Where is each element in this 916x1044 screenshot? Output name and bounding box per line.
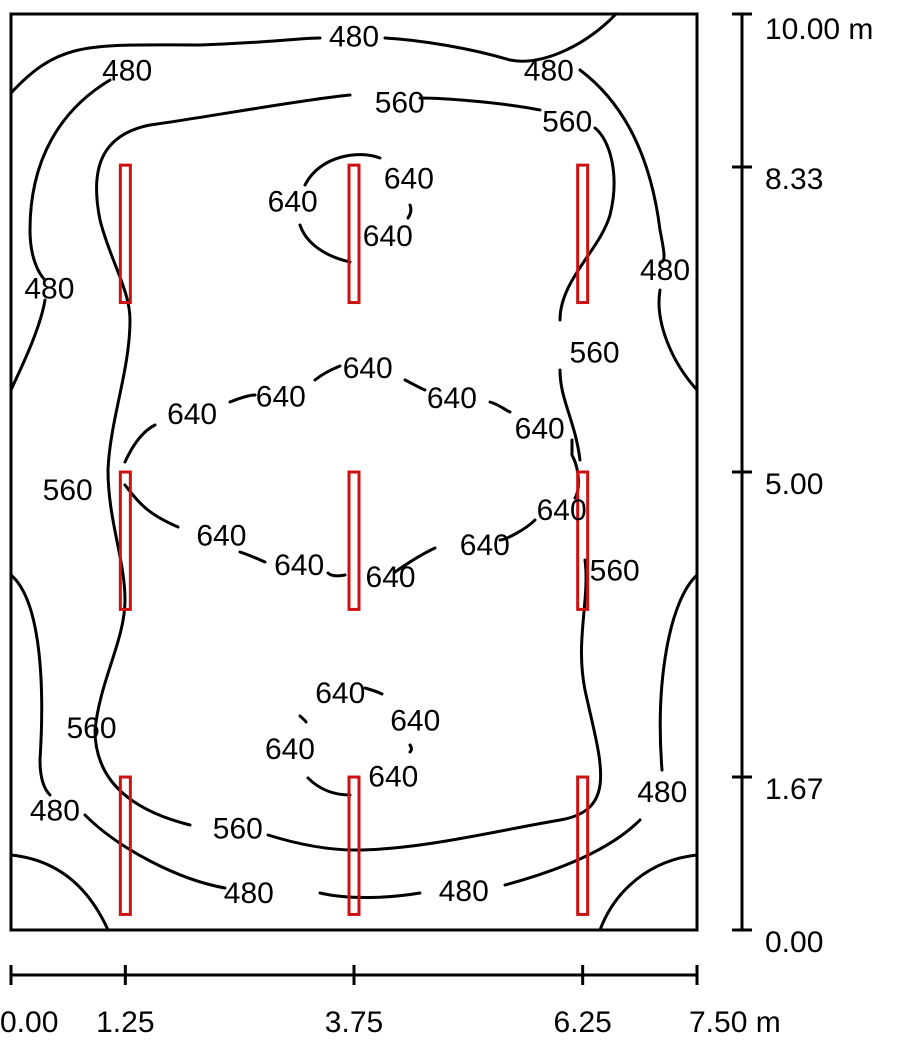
contour-480-left-bottom bbox=[83, 813, 642, 900]
y-tick-label: 1.67 bbox=[765, 773, 823, 806]
room-outline bbox=[9, 12, 699, 932]
contour-label-560: 560 bbox=[375, 86, 425, 119]
contour-560 bbox=[93, 93, 616, 852]
contour-label-480: 480 bbox=[30, 794, 80, 827]
y-axis-ticks: 0.00 1.67 5.00 8.33 10.00 m bbox=[732, 12, 873, 959]
x-tick-label: 7.50 m bbox=[689, 1006, 781, 1039]
contour-label-480: 480 bbox=[102, 54, 152, 87]
luminaire-2 bbox=[347, 163, 361, 305]
x-axis-ticks: 0.00 1.25 3.75 6.25 7.50 m bbox=[0, 965, 781, 1039]
contour-label-640: 640 bbox=[196, 520, 246, 553]
contour-label-640: 640 bbox=[265, 733, 315, 766]
contour-label-480: 480 bbox=[640, 254, 690, 287]
x-tick-label: 0.00 bbox=[0, 1006, 58, 1039]
contour-label-480: 480 bbox=[329, 20, 379, 53]
contour-480-top bbox=[9, 12, 618, 95]
contour-label-640: 640 bbox=[368, 761, 418, 794]
contour-label-560: 560 bbox=[213, 813, 263, 846]
luminaire-5 bbox=[347, 470, 361, 611]
contour-label-560: 560 bbox=[542, 106, 592, 139]
contour-480-right-lower bbox=[658, 573, 699, 772]
contour-label-640: 640 bbox=[515, 412, 565, 445]
contour-label-480: 480 bbox=[524, 54, 574, 87]
contour-640-mid bbox=[123, 364, 580, 578]
y-tick-label: 8.33 bbox=[765, 163, 823, 196]
contour-label-640: 640 bbox=[274, 549, 324, 582]
contour-640-bottom bbox=[298, 686, 413, 797]
luminaire-7 bbox=[118, 775, 132, 916]
luminaire-9 bbox=[576, 775, 590, 916]
contour-label-640: 640 bbox=[427, 382, 477, 415]
y-tick-label: 0.00 bbox=[765, 926, 823, 959]
contour-label-560: 560 bbox=[570, 336, 620, 369]
x-tick-label: 6.25 bbox=[553, 1006, 611, 1039]
contour-640-top bbox=[298, 153, 413, 264]
contour-480-left-lower bbox=[9, 573, 52, 797]
contour-label-480: 480 bbox=[24, 272, 74, 305]
contour-label-640: 640 bbox=[366, 561, 416, 594]
contour-label-640: 640 bbox=[167, 398, 217, 431]
contour-label-640: 640 bbox=[268, 185, 318, 218]
contour-label-640: 640 bbox=[460, 529, 510, 562]
contour-corner-br bbox=[598, 853, 699, 932]
contour-corner-bl bbox=[9, 853, 110, 932]
contour-label-640: 640 bbox=[256, 380, 306, 413]
contour-label-640: 640 bbox=[537, 494, 587, 527]
luminaires bbox=[118, 163, 590, 916]
x-axis: 0.00 1.25 3.75 6.25 7.50 m bbox=[0, 965, 781, 1039]
y-tick-label: 5.00 bbox=[765, 468, 823, 501]
x-tick-label: 3.75 bbox=[325, 1006, 383, 1039]
contour-label-560: 560 bbox=[590, 554, 640, 587]
luminaire-1 bbox=[118, 163, 132, 305]
contour-label-640: 640 bbox=[390, 705, 440, 738]
y-axis: 0.00 1.67 5.00 8.33 10.00 m bbox=[732, 12, 873, 959]
luminaire-4 bbox=[118, 470, 132, 611]
contour-480-right-upper bbox=[578, 68, 699, 392]
contour-label-560: 560 bbox=[43, 474, 93, 507]
luminaire-3 bbox=[576, 163, 590, 305]
contour-label-640: 640 bbox=[363, 220, 413, 253]
luminaire-8 bbox=[347, 775, 361, 916]
contour-label-560: 560 bbox=[66, 712, 116, 745]
contour-label-640: 640 bbox=[343, 352, 393, 385]
contour-lines bbox=[9, 12, 699, 932]
luminaire-6 bbox=[576, 470, 590, 611]
contour-label-480: 480 bbox=[439, 875, 489, 908]
contour-label-480: 480 bbox=[637, 776, 687, 809]
x-tick-label: 1.25 bbox=[96, 1006, 154, 1039]
contour-480-left-upper bbox=[9, 78, 112, 392]
contour-label-480: 480 bbox=[224, 877, 274, 910]
y-tick-label: 10.00 m bbox=[765, 13, 873, 46]
contour-label-640: 640 bbox=[384, 162, 434, 195]
contour-labels: 480 480 480 480 480 480 480 480 480 560 560 560 560 5… bbox=[24, 20, 690, 909]
contour-label-640: 640 bbox=[315, 677, 365, 710]
